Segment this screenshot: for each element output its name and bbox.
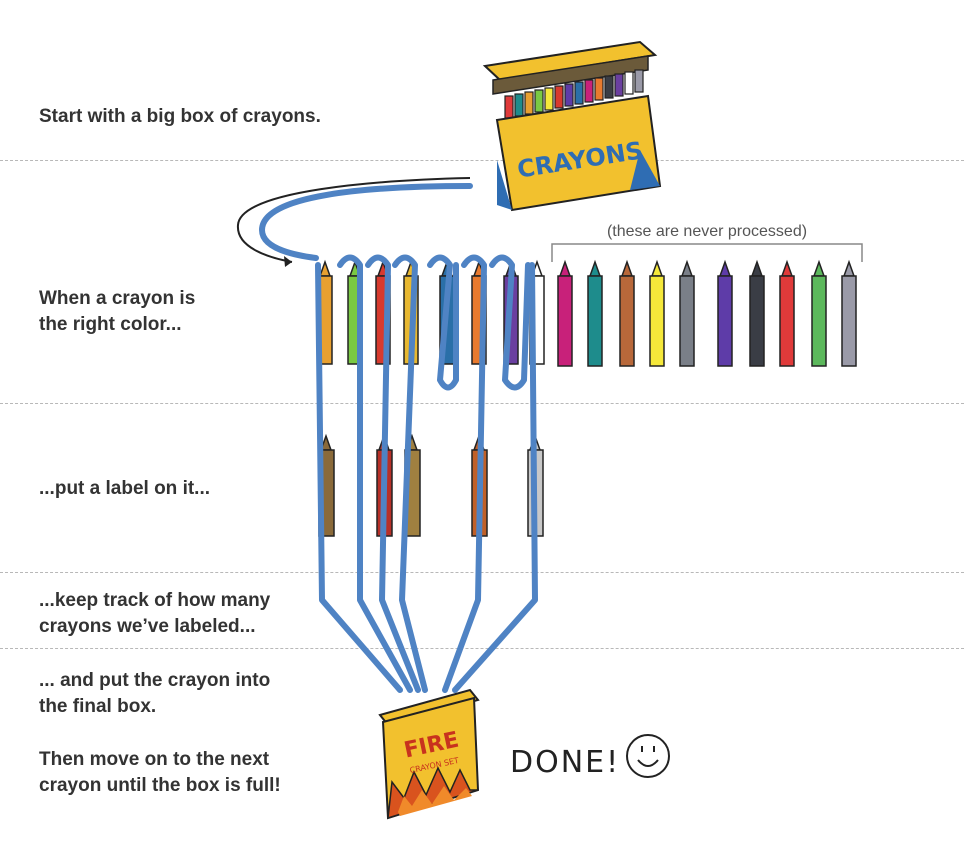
source-crayon-box: CRAYONS — [482, 40, 662, 212]
never-processed-bracket: (these are never processed) — [551, 223, 863, 262]
crayon-unprocessed — [679, 259, 695, 367]
step-final-box-text: ... and put the crayon into the final bo… — [39, 668, 270, 720]
divider-3 — [0, 572, 964, 573]
crayon-unprocessed — [619, 259, 635, 367]
step-right-color-line-1: When a crayon is — [39, 288, 196, 309]
step-label-text: ...put a label on it... — [39, 478, 211, 499]
crayon-unprocessed — [811, 259, 827, 367]
crayon-unprocessed — [649, 259, 665, 367]
step-track-line-2: crayons we’ve labeled... — [39, 616, 256, 637]
crayon-unprocessed — [717, 259, 733, 367]
flow-path — [259, 183, 538, 693]
step-track-text: ...keep track of how many crayons we’ve … — [39, 588, 270, 640]
crayon-unprocessed — [557, 259, 573, 367]
labeled-crayons — [318, 433, 544, 537]
crayon-unprocessed — [587, 259, 603, 367]
crayon-row — [317, 259, 857, 367]
step-final-box-line-1: ... and put the crayon into — [39, 670, 271, 691]
step-repeat-line-2: crayon until the box is full! — [39, 775, 281, 796]
step-track-line-1: ...keep track of how many — [39, 590, 271, 611]
step-final-box-line-2: the final box. — [39, 696, 157, 717]
crayon-unprocessed — [749, 259, 765, 367]
step-repeat-text: Then move on to the next crayon until th… — [39, 747, 281, 799]
source-box-crayons — [504, 69, 644, 119]
divider-4 — [0, 648, 964, 649]
divider-1 — [0, 160, 964, 161]
done-text: DONE! — [510, 745, 620, 780]
smiley-icon — [626, 734, 670, 778]
start-arrow — [236, 177, 471, 263]
crayon-unprocessed — [779, 259, 795, 367]
crayon-unprocessed — [841, 259, 857, 367]
step-start-text: Start with a big box of crayons. — [39, 106, 321, 127]
step-repeat-line-1: Then move on to the next — [39, 749, 270, 770]
step-right-color-line-2: the right color... — [39, 314, 182, 335]
done-annotation: DONE! — [510, 734, 670, 780]
final-fire-box: FIRE CRAYON SET — [378, 688, 480, 820]
step-right-color-text: When a crayon is the right color... — [39, 286, 195, 338]
never-processed-note: (these are never processed) — [607, 223, 807, 240]
